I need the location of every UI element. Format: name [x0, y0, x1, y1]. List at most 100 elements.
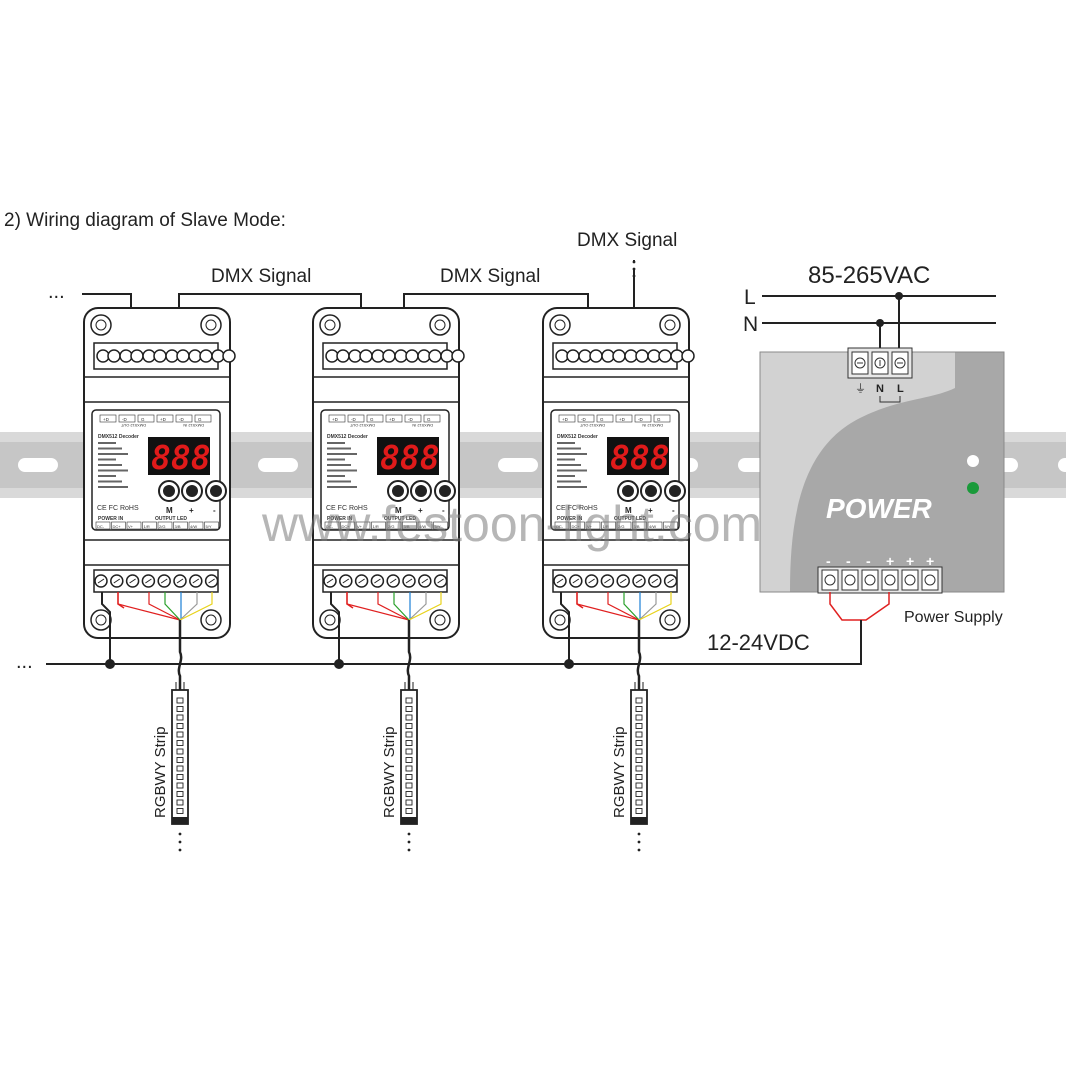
pin-label: G [427, 417, 431, 422]
strip-led [405, 765, 413, 772]
pin-label-box [188, 521, 204, 530]
mount-hole [659, 609, 681, 631]
pin-label-box [404, 414, 422, 423]
led-display [377, 437, 439, 475]
cert-marks: CE FC RoHS [326, 505, 368, 512]
strip-led [635, 808, 643, 814]
terminal-screw [612, 349, 626, 363]
spec-line [557, 469, 587, 472]
terminal-screw [589, 349, 603, 363]
terminal-screw [658, 349, 672, 363]
mount-hole [319, 314, 341, 336]
button-label: + [189, 506, 194, 515]
terminal-screw [165, 349, 179, 363]
led-display [148, 437, 210, 475]
pin-label-box [558, 414, 576, 423]
strip-cable [177, 620, 183, 690]
pin-label-box [601, 521, 616, 530]
pin-label-box [347, 414, 365, 423]
spec-line [98, 480, 122, 483]
strip-label: RGBWY Strip [152, 727, 169, 818]
decoder-name: DMX512 Decoder [327, 434, 368, 440]
strip-cable [636, 620, 642, 690]
line-label-n: N [743, 313, 758, 336]
strip-led [176, 757, 184, 763]
psu-polarity-label: - [846, 553, 851, 569]
pin-label-box [653, 414, 671, 423]
spec-line [327, 464, 351, 466]
decoder-name: DMX512 Decoder [557, 434, 598, 440]
strip-led [405, 757, 413, 763]
strip-led [635, 782, 643, 789]
dc-voltage-label: 12-24VDC [707, 630, 810, 655]
pin-label-box [355, 521, 371, 530]
mount-hole [200, 609, 222, 631]
pin-label: -D [408, 417, 413, 422]
rail-slot [498, 458, 538, 472]
strip-led [635, 791, 643, 797]
pin-label: +D [562, 417, 569, 422]
display-digits: 888 [151, 438, 211, 477]
pin-label: DC+ [113, 524, 122, 529]
strip-led [405, 706, 413, 712]
terminal-screw [371, 349, 385, 363]
pin-label: 3/B [404, 524, 410, 529]
pin-label-box [175, 414, 193, 423]
psu-polarity-label: + [926, 553, 934, 569]
rail-slot [258, 458, 298, 472]
pin-label-box [385, 414, 403, 423]
pin-label: DC- [326, 524, 334, 529]
terminal-screw [647, 349, 661, 363]
pin-label-box [616, 521, 632, 530]
spec-line [327, 469, 357, 472]
strip-led [635, 765, 643, 772]
strip-led [405, 697, 413, 704]
spec-line [557, 458, 575, 461]
spec-line [98, 458, 116, 461]
pin-label-box [596, 414, 614, 423]
ellipsis-bottom-left: ... [16, 651, 33, 673]
pin-label-box [137, 414, 155, 423]
strip-led [635, 757, 643, 763]
button-label: + [418, 506, 423, 515]
dmx-signal-label-2: DMX Signal [440, 266, 540, 287]
pin-label-box [340, 521, 355, 530]
pin-label: 1/R [373, 524, 379, 529]
rgbwy-strip: RGBWY Strip [152, 682, 189, 852]
spec-line [557, 453, 587, 455]
spec-line [98, 447, 122, 450]
strip-led [635, 723, 643, 729]
pin-label: 2/G [618, 524, 624, 529]
pin-label-box [423, 414, 441, 423]
pin-label-box [156, 414, 174, 423]
pin-label: G [657, 417, 661, 422]
spec-line [327, 458, 345, 461]
pin-label-box [99, 414, 117, 423]
terminal-screw [440, 349, 454, 363]
pin-label-box [111, 521, 126, 530]
output-led-label: OUTPUT LED [614, 516, 646, 522]
terminal-screw [211, 349, 225, 363]
psu-dc-terminal [921, 569, 939, 591]
terminal-screw [601, 349, 615, 363]
spec-line [327, 475, 345, 477]
psu-dc-screw [904, 574, 916, 586]
bus-junction [564, 659, 574, 669]
bus-junction [105, 659, 115, 669]
pin-label: 1/R [603, 524, 609, 529]
power-indicator-green [967, 482, 979, 494]
strip-led [635, 748, 643, 755]
terminal-screw [635, 349, 649, 363]
pin-label-box [95, 521, 111, 530]
spec-line [557, 447, 581, 450]
spec-line [557, 480, 581, 483]
pin-label: G [198, 417, 202, 422]
cert-marks: CE FC RoHS [97, 505, 139, 512]
decoder-name: DMX512 Decoder [98, 434, 139, 440]
terminal-screw [428, 349, 442, 363]
strip-led [176, 774, 184, 780]
signal-dot [632, 274, 636, 278]
psu-dc-screw [824, 574, 836, 586]
power-indicator-white [967, 455, 979, 467]
